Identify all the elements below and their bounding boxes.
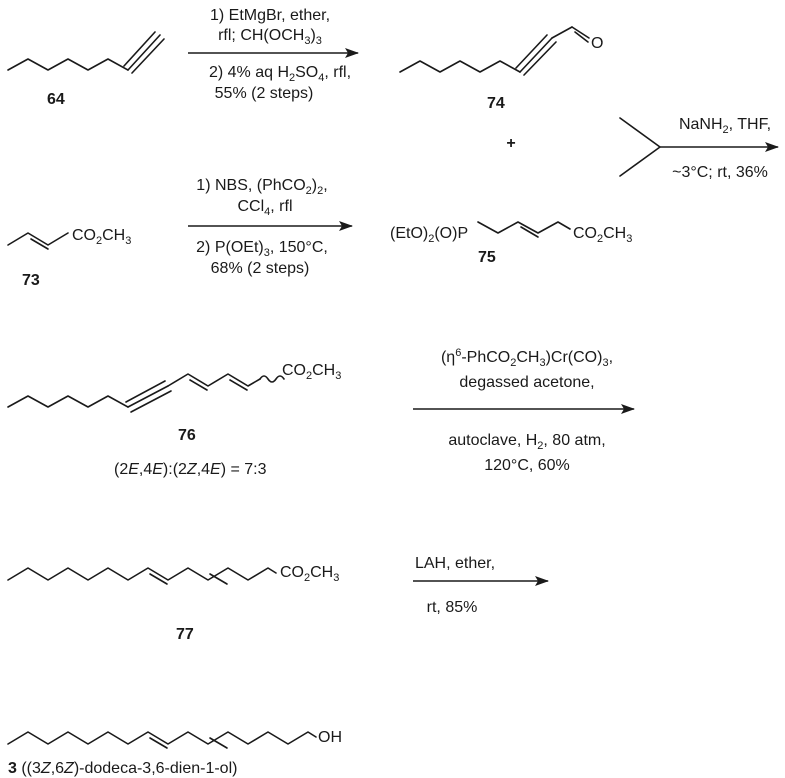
plus-sign: + [506, 135, 515, 152]
step-4-line-2: degassed acetone, [459, 374, 594, 391]
compound-76-triple-bond-line-2 [125, 380, 166, 403]
compound-64: 64 [7, 31, 165, 108]
compound-75-ester: CO2CH3 [573, 225, 632, 245]
compound-74-co-bond [571, 26, 590, 39]
compound-77-ester: CO2CH3 [280, 564, 339, 584]
compound-73-double-bond [30, 238, 49, 250]
compound-3: OH 3 ((3Z,6Z)-dodeca-3,6-dien-1-ol) [7, 729, 342, 777]
step-2-line-4: 68% (2 steps) [211, 260, 310, 277]
step-2-conditions: 1) NBS, (PhCO2)2, CCl4, rfl 2) P(OEt)3, … [188, 177, 353, 277]
compound-3-caption: 3 ((3Z,6Z)-dodeca-3,6-dien-1-ol) [8, 760, 237, 777]
compound-75: (EtO)2(O)P CO2CH3 75 [390, 221, 632, 266]
compound-77: CO2CH3 77 [7, 564, 339, 643]
compound-76-double-1 [189, 379, 208, 391]
compound-64-skeleton [7, 58, 129, 71]
step-3-line-1: NaNH2, THF, [679, 116, 771, 136]
step-4-conditions: (η6-PhCO2CH3)Cr(CO)3, degassed acetone, … [413, 347, 635, 474]
compound-76-double-2 [229, 379, 248, 391]
step-4-line-3: autoclave, H2, 80 atm, [448, 432, 605, 452]
compound-74-aldehyde-bond [551, 26, 573, 39]
step-3-conditions: NaNH2, THF, ~3°C; rt, 36% [619, 116, 779, 181]
compound-76-ester: CO2CH3 [282, 362, 341, 382]
compound-3-hydroxyl: OH [318, 729, 342, 746]
compound-74-triple-bond [519, 37, 553, 73]
step-2-line-3: 2) P(OEt)3, 150°C, [196, 239, 328, 259]
compound-74-co-double [574, 31, 589, 43]
compound-64-triple-bond-line-2 [123, 31, 156, 67]
step-2-line-2: CCl4, rfl [237, 198, 292, 218]
compound-75-label: 75 [478, 249, 496, 266]
compound-74-label: 74 [487, 95, 505, 112]
compound-73-ester: CO2CH3 [72, 227, 131, 247]
compound-77-double-2 [209, 573, 228, 585]
compound-73: CO2CH3 73 [7, 227, 131, 289]
step-5-conditions: LAH, ether, rt, 85% [413, 555, 549, 616]
base-isopropyl-drawing [619, 117, 661, 177]
step-5-line-1: LAH, ether, [415, 555, 495, 572]
compound-3-double-2 [209, 737, 228, 749]
compound-64-triple-bond [127, 34, 161, 71]
step-4-line-4: 120°C, 60% [484, 457, 570, 474]
compound-76-label: 76 [178, 427, 196, 444]
compound-73-label: 73 [22, 272, 40, 289]
compound-64-triple-bond-line-3 [131, 38, 165, 74]
step-2-line-1: 1) NBS, (PhCO2)2, [196, 177, 327, 197]
step-1-line-2: rfl; CH(OCH3)3 [218, 27, 322, 47]
compound-74-chain [399, 60, 521, 73]
compound-76-chain [7, 395, 129, 408]
compound-76-wavy-bond [259, 375, 285, 383]
compound-76-triple-bond-line-3 [130, 390, 172, 413]
step-1-line-4: 55% (2 steps) [215, 85, 314, 102]
compound-76-triple-bond [127, 385, 169, 408]
compound-73-skeleton [7, 232, 69, 246]
step-1-conditions: 1) EtMgBr, ether, rfl; CH(OCH3)3 2) 4% a… [188, 7, 359, 102]
compound-74-oxygen: O [591, 35, 603, 52]
compound-64-label: 64 [47, 91, 65, 108]
compound-76: CO2CH3 76 (2E,4E):(2Z,4E) = 7:3 [7, 362, 341, 478]
step-1-line-3: 2) 4% aq H2SO4, rfl, [209, 64, 351, 84]
compound-76-isomer-ratio: (2E,4E):(2Z,4E) = 7:3 [114, 461, 267, 478]
compound-77-skeleton [7, 567, 277, 581]
compound-74: O 74 [399, 26, 603, 112]
compound-3-double-1 [149, 737, 168, 749]
step-1-line-1: 1) EtMgBr, ether, [210, 7, 330, 24]
step-5-line-2: rt, 85% [427, 599, 478, 616]
step-4-line-1: (η6-PhCO2CH3)Cr(CO)3, [441, 347, 613, 369]
compound-74-triple-bond-line-2 [515, 34, 548, 69]
compound-75-double-bond [520, 226, 539, 238]
step-3-line-2: ~3°C; rt, 36% [672, 164, 768, 181]
compound-76-diene [167, 373, 261, 387]
compound-74-triple-bond-line-3 [523, 41, 557, 76]
compound-75-phosphonate: (EtO)2(O)P [390, 225, 468, 245]
compound-75-skeleton [477, 221, 571, 234]
compound-77-label: 77 [176, 626, 194, 643]
compound-3-skeleton [7, 731, 317, 745]
compound-77-double-1 [149, 573, 168, 585]
